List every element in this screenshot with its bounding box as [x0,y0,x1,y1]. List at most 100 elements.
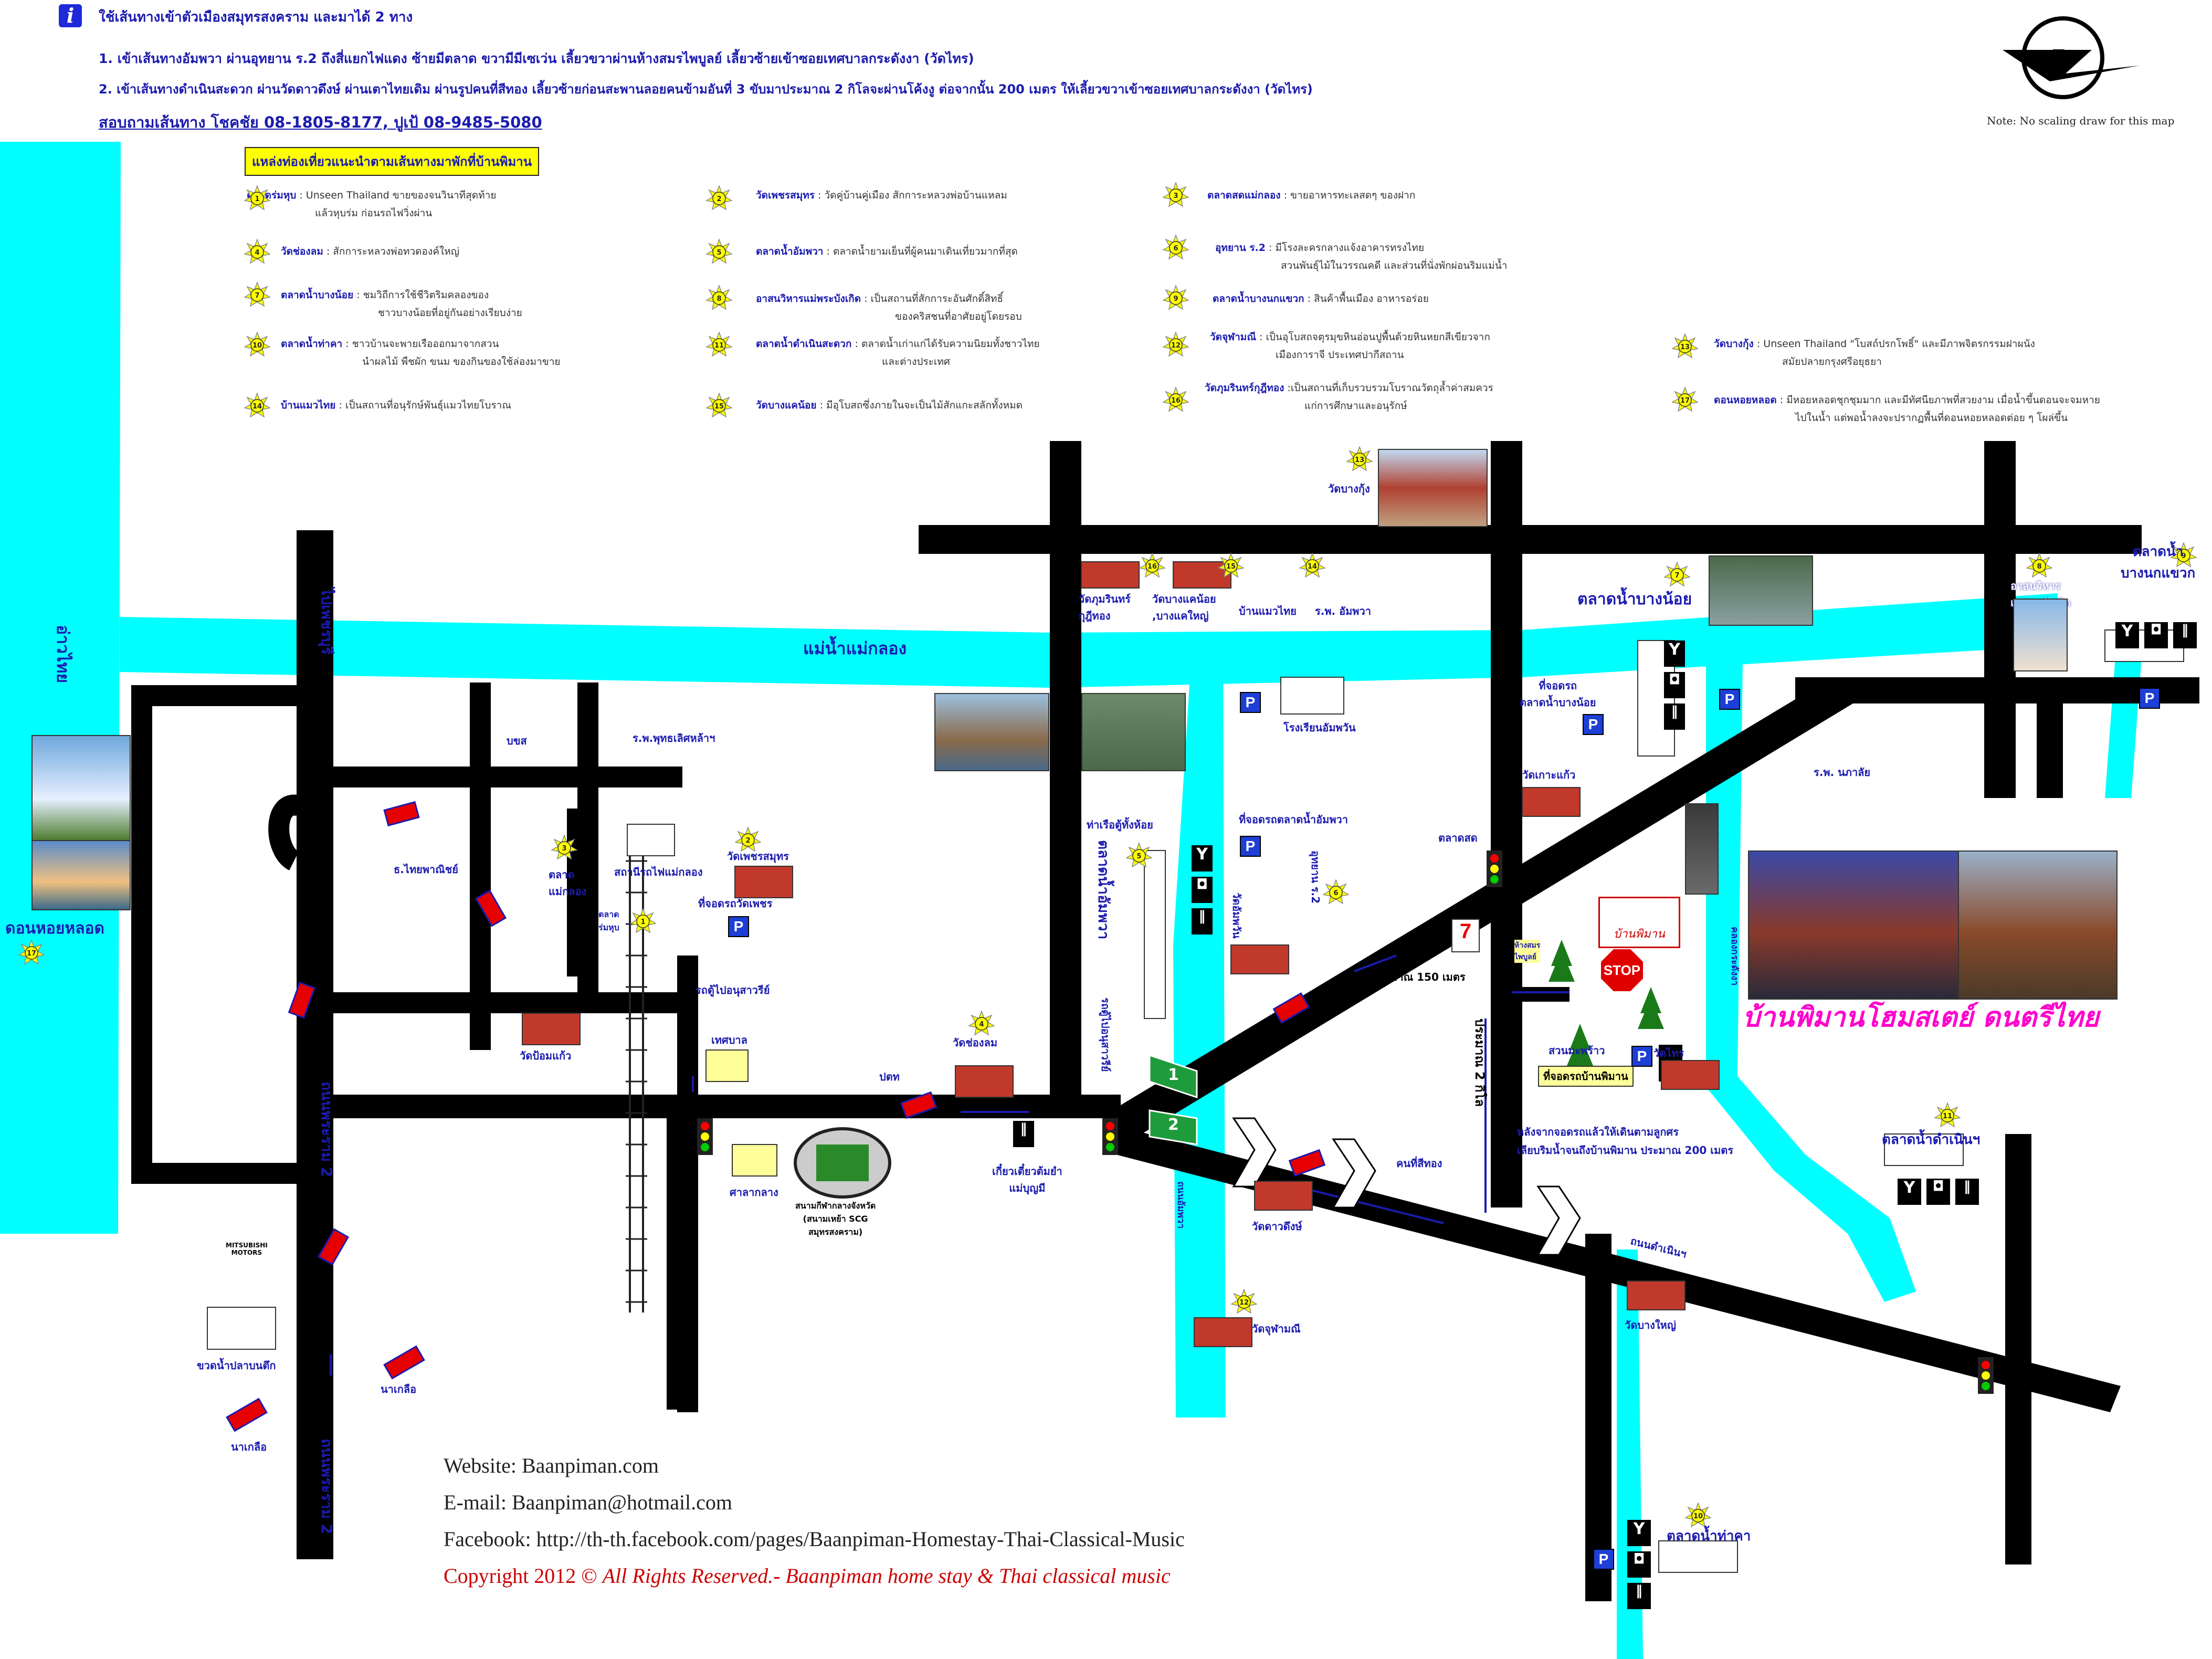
restaurant-icon: ‖ [1955,1179,1979,1205]
restaurant-icon: ‖ [1664,704,1685,730]
label-wat-bangkae: วัดบางแคน้อย ,บางแคใหญ่ [1152,593,1216,622]
label-na-kluea-2: นาเกลือ [231,1441,267,1453]
number-badge: 9 [2169,541,2198,569]
parking-icon: P [1719,689,1740,710]
svg-text:7: 7 [1674,572,1679,580]
attraction-8: อาสนวิหารแม่พระบังเกิด : เป็นสถานที่สักก… [756,293,1022,322]
header-route-1: 1. เข้าเส้นทางอัมพวา ผ่านอุทยาน ร.2 ถึงส… [99,51,974,66]
label-noodle: เกี๋ยวเตี๋ยวต้มยำ แม่บุญมี [992,1165,1062,1194]
car-icons [226,801,1326,1432]
restaurant-icon: ‖ [1627,1583,1651,1609]
svg-text:7: 7 [255,292,259,300]
restaurant-icon: ‖ [1013,1121,1034,1147]
attraction-10: ตลาดน้ำท่าคา : ชาวบ้านจะพายเรือออกมาจากส… [281,338,561,368]
route-2-number: 2 [1168,1116,1179,1134]
label-about-150m: ประมาณ 150 เมตร [1373,971,1466,983]
seven-eleven-icon: 7 [1451,919,1480,952]
svg-text:17: 17 [1680,397,1690,405]
svg-text:8: 8 [2037,563,2041,571]
label-after-parking: หลังจากจอดรถแล้วให้เดินตามลูกศร [1517,1126,1679,1138]
contact-phones: สอบถามเส้นทาง โชคชัย 08-1805-8177, ปูเป้… [99,113,542,131]
label-golden-man: คนที่สีทอง [1396,1157,1442,1170]
svg-text:15: 15 [1226,563,1236,571]
attraction-17: ดอนหอยหลอด : มีหอยหลอดชุกชุมมาก และมีทัศ… [1714,394,2100,424]
svg-text:3: 3 [1173,192,1178,200]
label-bus-station: บขส [507,734,527,747]
label-canal: คลองกระดังงา [1729,927,1740,986]
number-badge: 14 [1298,552,1326,579]
trees [1549,940,1664,1066]
svg-text:8: 8 [717,295,721,303]
header-route-2: 2. เข้าเส้นทางดำเนินสะดวก ผ่านวัดดาวดึงษ… [99,82,1313,97]
coffee-icon: ◘ [1926,1179,1950,1205]
label-wat-chong-lom: วัดช่องลม [953,1036,998,1049]
label-wat-chulamani: วัดจุฬามณี [1252,1322,1301,1335]
label-municipal: เทศบาล [711,1034,747,1046]
drink-icon: Y [1664,640,1685,667]
coffee-icon: ◘ [1664,672,1685,698]
label-tha-kha: ตลาดน้ำท่าคา [1667,1528,1751,1544]
number-badge: 11 [1933,1101,1962,1129]
drink-icon: Y [2115,622,2139,648]
temple-icons [522,561,1720,1347]
number-badge: 6 [1162,234,1190,261]
compass [2003,16,2139,99]
label-bang-nok-khwaek: ตลาดน้ำ บางนกแขวก [2121,544,2196,581]
svg-text:12: 12 [1239,1299,1249,1307]
number-badge: 6 [1322,878,1350,906]
label-coke: ขวดน้ำปลาบนตึก [197,1359,276,1372]
road-bend [268,794,302,870]
number-badge: 10 [1684,1502,1712,1529]
baanpiman-sign: บ้านพิมาน [1598,897,1680,948]
number-badge: 8 [2025,552,2053,579]
attraction-16: วัดภุมรินทร์กุฎีทอง :เป็นสถานที่เก็บรวบร… [1205,382,1493,412]
header-intro: ใช้เส้นทางเข้าตัวเมืองสมุทรสงคราม และมาไ… [99,9,413,25]
attraction-4: วัดช่องลม : สักการะหลวงพ่อทวดองค์ใหญ่ [281,246,459,257]
coffee-icon: ◘ [2144,622,2168,648]
number-badge: 10 [243,331,271,358]
compass-letter: Z [2051,45,2066,70]
attraction-3: ตลาดสดแม่กลอง : ขายอาหารทะเลสดๆ ของฝาก [1207,190,1416,201]
label-van-amphawa: รถตู้ไปอนุสาวรีย์ [1099,998,1112,1072]
label-parking-baanpiman: ที่จอดรถบ้านพิมาน [1538,1066,1634,1087]
photo-wat-bang-kung [1378,449,1488,527]
number-badge: 4 [243,238,271,265]
label-hospital-nakhon: ร.พ. นภาลัย [1814,766,1871,779]
route-signs [1149,1054,1198,1146]
attractions-title: แหล่งท่องเที่ยวแนะนำตามเส้นทางมาพักที่บ้… [245,147,540,176]
label-parking-bang-noi: ที่จอดรถ ตลาดน้ำบางน้อย [1520,679,1596,709]
number-badge: 17 [17,939,46,966]
label-rama2-park: อุทยาน ร.2 [1309,850,1322,904]
svg-text:11: 11 [1943,1112,1952,1120]
label-amphawan-school: โรงเรียนอัมพวัน [1283,721,1356,734]
copyright-prefix: Copyright 2012 © [444,1564,603,1588]
attraction-14: บ้านแมวไทย : เป็นสถานที่อนุรักษ์พันธุ์แม… [281,400,511,411]
traffic-lights [697,850,1994,1394]
svg-text:16: 16 [1171,397,1181,405]
parking-icon: P [1593,1549,1614,1570]
parking-icon: P [728,916,749,937]
number-badge: 11 [705,331,733,358]
svg-text:11: 11 [714,342,724,350]
number-badge: 5 [705,238,733,265]
svg-text:4: 4 [979,1021,984,1028]
sea [0,142,121,1234]
coffee-icon: ◘ [1192,877,1213,903]
attraction-11: ตลาดน้ำดำเนินสะดวก : ตลาดน้ำเก่าแก่ได้รั… [756,338,1040,368]
label-about-2km: ประมาณ 2 กิโล [1472,1018,1487,1107]
parking-icon: P [2139,688,2160,709]
parking-icon: P [1583,714,1604,735]
svg-text:6: 6 [1333,889,1338,897]
label-ptt: ปตท [879,1070,900,1083]
label-somporn: ห้างสมร ไพบูลย์ [1514,940,1541,963]
number-badge: 5 [1125,842,1153,869]
road-curve-markers [1232,1117,1581,1256]
number-badge: 14 [243,392,271,419]
svg-text:3: 3 [562,845,566,853]
attraction-9: ตลาดน้ำบางนกแขวก : สินค้าพื้นเมือง อาหาร… [1213,293,1429,304]
label-market: ตลาด แม่กลอง [549,868,587,898]
number-badge: 1 [243,184,271,212]
route-1-number: 1 [1168,1066,1179,1084]
number-badge: 15 [705,392,733,419]
